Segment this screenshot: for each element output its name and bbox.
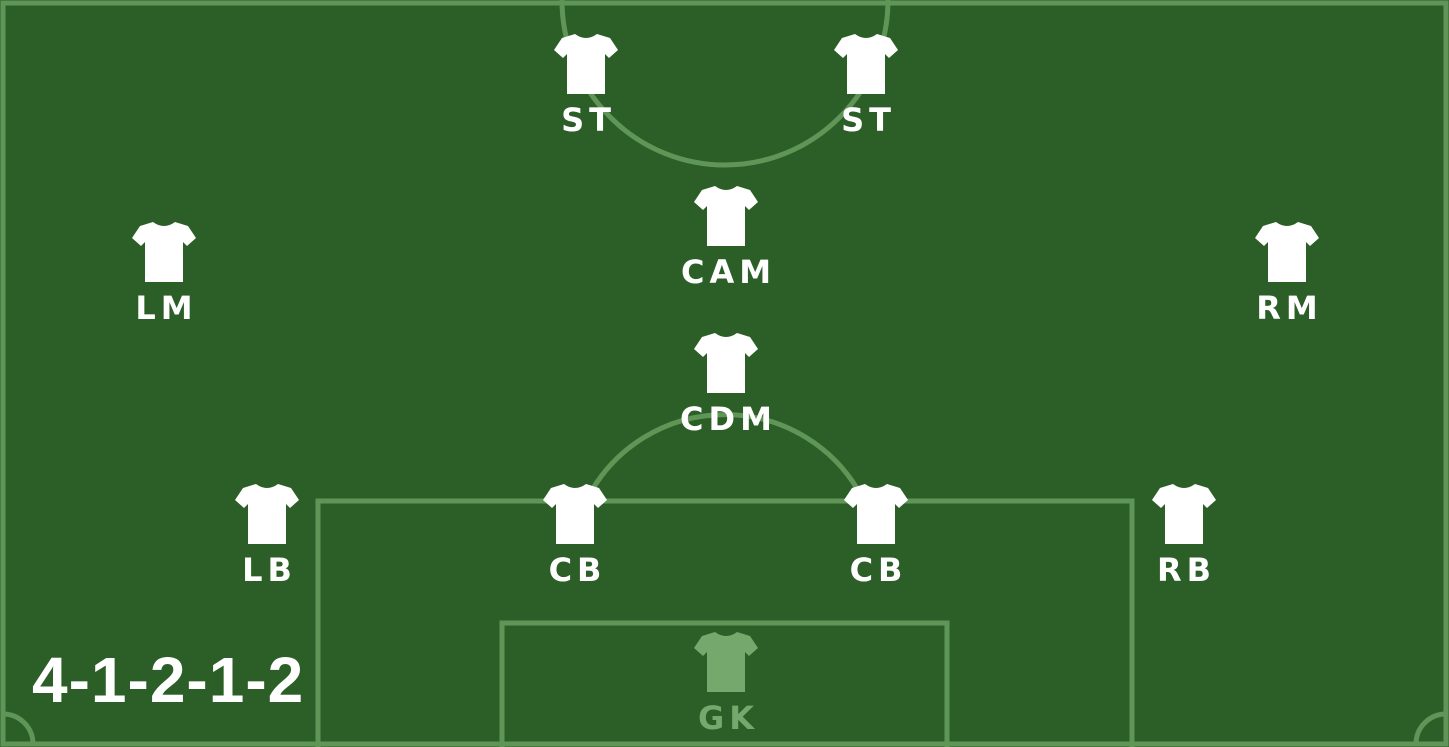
jersey-icon	[1152, 484, 1216, 544]
corner-arc-right	[1413, 711, 1447, 745]
jersey-icon	[132, 222, 196, 282]
player-position-label: CB	[849, 551, 908, 589]
player-st-left[interactable]: ST	[516, 34, 656, 136]
player-position-label: RM	[1256, 289, 1323, 327]
player-cb-right[interactable]: CB	[806, 484, 946, 586]
jersey-icon	[1255, 222, 1319, 282]
jersey-icon	[844, 484, 908, 544]
player-st-right[interactable]: ST	[796, 34, 936, 136]
jersey-icon	[554, 34, 618, 94]
jersey-icon	[694, 186, 758, 246]
player-cam[interactable]: CAM	[656, 186, 796, 288]
player-position-label: ST	[561, 101, 616, 139]
goal-area	[499, 620, 950, 747]
player-rm[interactable]: RM	[1217, 222, 1357, 324]
jersey-icon	[694, 333, 758, 393]
player-lb[interactable]: LB	[197, 484, 337, 586]
player-position-label: CB	[548, 551, 607, 589]
player-position-label: GK	[697, 699, 760, 737]
player-lm[interactable]: LM	[94, 222, 234, 324]
corner-arc-left	[2, 711, 36, 745]
player-position-label: ST	[841, 101, 896, 139]
penalty-area	[315, 498, 1135, 747]
player-rb[interactable]: RB	[1114, 484, 1254, 586]
player-gk[interactable]: GK	[656, 632, 796, 734]
player-position-label: CDM	[680, 400, 777, 438]
player-cb-left[interactable]: CB	[505, 484, 645, 586]
player-position-label: LB	[242, 551, 297, 589]
penalty-arc	[589, 412, 861, 492]
jersey-icon	[543, 484, 607, 544]
player-position-label: RB	[1156, 551, 1217, 589]
jersey-icon	[834, 34, 898, 94]
player-position-label: CAM	[680, 253, 777, 291]
jersey-icon	[235, 484, 299, 544]
jersey-icon	[694, 632, 758, 692]
formation-label: 4-1-2-1-2	[32, 644, 305, 716]
player-cdm[interactable]: CDM	[656, 333, 796, 435]
player-position-label: LM	[135, 289, 198, 327]
